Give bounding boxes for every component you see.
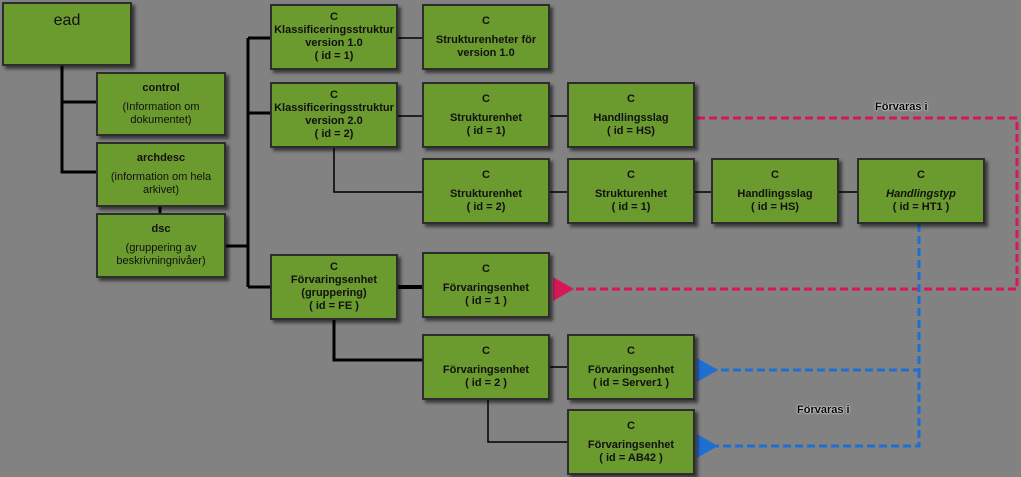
forvaringsenhet-server1-line-3: ( id = Server1 ) — [592, 376, 670, 389]
klassificeringsstruktur-2-line-2: Klassificeringsstruktur — [274, 102, 394, 114]
handlingsslag-a-line-3: ( id = HS) — [607, 124, 655, 137]
control-node-line-1: (Information om — [122, 100, 200, 113]
forvaringsenhet-2-node: C Förvaringsenhet ( id = 2 ) — [422, 334, 550, 400]
klassificeringsstruktur-2-node: C Klassificeringsstruktur version 2.0 ( … — [270, 82, 398, 148]
forvaras-arrow-red — [553, 116, 1019, 301]
strukturenhet-1-line-2: Strukturenhet — [449, 111, 523, 124]
forvaringsenhet-2-line-2: Förvaringsenhet — [442, 363, 530, 376]
strukturenhet-1-line-3: ( id = 1) — [466, 124, 506, 137]
forvaringsenhet-1-line-3: ( id = 1 ) — [465, 294, 507, 307]
connector-forv-2-ab42 — [487, 400, 567, 443]
forvaringsenhet-server1-node: C Förvaringsenhet ( id = Server1 ) — [567, 334, 695, 400]
forvaringsenhet-fe-line-3: (gruppering) — [301, 287, 367, 299]
archdesc-node-line-1: (information om hela — [110, 171, 212, 183]
handlingstyp-node: C Handlingstyp ( id = HT1 ) — [857, 158, 985, 224]
strukturenhet-2-1-line-3: ( id = 1) — [611, 200, 651, 213]
control-node-line-2: dokumentet) — [130, 113, 192, 126]
handlingsslag-a-line-2: Handlingsslag — [593, 111, 669, 124]
strukturenhet-1-line-1: C — [482, 92, 490, 105]
connector-forv-fe-forv-2 — [332, 318, 422, 362]
handlingsslag-a-line-1: C — [627, 92, 635, 105]
klassificeringsstruktur-2-line-4: ( id = 2) — [314, 128, 354, 140]
forvaras-arrow-blue-ab42 — [697, 370, 921, 458]
klassificeringsstruktur-1-line-3: version 1.0 — [305, 37, 363, 49]
strukturenhet-2-line-2: Strukturenhet — [449, 187, 523, 200]
dsc-node-line-1: (gruppering av — [125, 242, 197, 254]
ead-node: ead — [2, 2, 132, 66]
tree-connectors — [60, 36, 422, 362]
forvaringsenhet-1-line-1: C — [482, 262, 490, 275]
strukturenheter-node: C Strukturenheter för version 1.0 — [422, 4, 550, 70]
ead-node-label: ead — [53, 12, 81, 29]
klassificeringsstruktur-1-node: C Klassificeringsstruktur version 1.0 ( … — [270, 4, 398, 70]
strukturenhet-2-node: C Strukturenhet ( id = 2) — [422, 158, 550, 224]
strukturenhet-2-line-1: C — [482, 168, 490, 181]
forvaras-label-bottom: Förvaras i — [797, 404, 850, 416]
forvaringsenhet-fe-line-4: ( id = FE ) — [309, 300, 359, 312]
strukturenhet-2-1-line-2: Strukturenhet — [594, 187, 668, 200]
strukturenheter-line-1: C — [482, 14, 490, 27]
strukturenheter-line-2: Strukturenheter för — [435, 33, 537, 46]
forvaras-label-top: Förvaras i — [875, 101, 928, 113]
forvaringsenhet-server1-line-2: Förvaringsenhet — [587, 363, 675, 376]
forvaringsenhet-fe-line-2: Förvaringsenhet — [290, 274, 378, 286]
forvaringsenhet-ab42-line-1: C — [627, 419, 635, 432]
dsc-node-title: dsc — [151, 223, 171, 235]
forvaringsenhet-1-line-2: Förvaringsenhet — [442, 281, 530, 294]
forvaringsenhet-ab42-line-2: Förvaringsenhet — [587, 438, 675, 451]
strukturenheter-line-3: version 1.0 — [457, 46, 515, 59]
forvaringsenhet-2-line-1: C — [482, 344, 490, 357]
handlingstyp-line-2: Handlingstyp — [886, 187, 956, 200]
forvaringsenhet-2-line-3: ( id = 2 ) — [465, 376, 507, 389]
archdesc-node-title: archdesc — [136, 152, 186, 164]
handlingstyp-line-1: C — [917, 168, 925, 181]
archdesc-node-line-2: arkivet) — [142, 184, 180, 196]
forvaringsenhet-fe-line-1: C — [330, 261, 338, 273]
handlingsslag-b-line-3: ( id = HS) — [751, 200, 799, 213]
strukturenhet-2-1-line-1: C — [627, 168, 635, 181]
forvaringsenhet-1-node: C Förvaringsenhet ( id = 1 ) — [422, 252, 550, 318]
handlingsslag-b-line-1: C — [771, 168, 779, 181]
dsc-node-line-2: beskrivningnivåer) — [116, 255, 206, 267]
klassificeringsstruktur-1-line-2: Klassificeringsstruktur — [274, 24, 394, 36]
connector-ead-archdesc — [60, 102, 96, 174]
strukturenhet-2-1-node: C Strukturenhet ( id = 1) — [567, 158, 695, 224]
connector-ead-children — [60, 66, 96, 104]
forvaringsenhet-ab42-line-3: ( id = AB42 ) — [599, 451, 663, 464]
forvaringsenhet-ab42-node: C Förvaringsenhet ( id = AB42 ) — [567, 409, 695, 475]
control-node: control (Information om dokumentet) — [96, 72, 226, 136]
thin-connectors — [333, 37, 857, 443]
handlingsslag-a-node: C Handlingsslag ( id = HS) — [567, 82, 695, 148]
klassificeringsstruktur-2-line-3: version 2.0 — [305, 115, 363, 127]
strukturenhet-2-line-3: ( id = 2) — [466, 200, 506, 213]
klassificeringsstruktur-1-line-1: C — [330, 11, 338, 23]
archdesc-node: archdesc (information om hela arkivet) — [96, 142, 226, 207]
control-node-title: control — [142, 81, 180, 94]
connector-klass2-struktur2 — [333, 147, 422, 193]
handlingsslag-b-line-2: Handlingsslag — [737, 187, 813, 200]
forvaringsenhet-fe-node: C Förvaringsenhet (gruppering) ( id = FE… — [270, 254, 398, 320]
klassificeringsstruktur-1-line-4: ( id = 1) — [314, 50, 354, 62]
handlingsslag-b-node: C Handlingsslag ( id = HS) — [711, 158, 839, 224]
dsc-node: dsc (gruppering av beskrivningnivåer) — [96, 213, 226, 278]
handlingstyp-line-3: ( id = HT1 ) — [892, 200, 950, 213]
forvaringsenhet-server1-line-1: C — [627, 344, 635, 357]
klassificeringsstruktur-2-line-1: C — [330, 89, 338, 101]
forvaras-arrow-blue-server — [697, 224, 921, 382]
strukturenhet-1-node: C Strukturenhet ( id = 1) — [422, 82, 550, 148]
